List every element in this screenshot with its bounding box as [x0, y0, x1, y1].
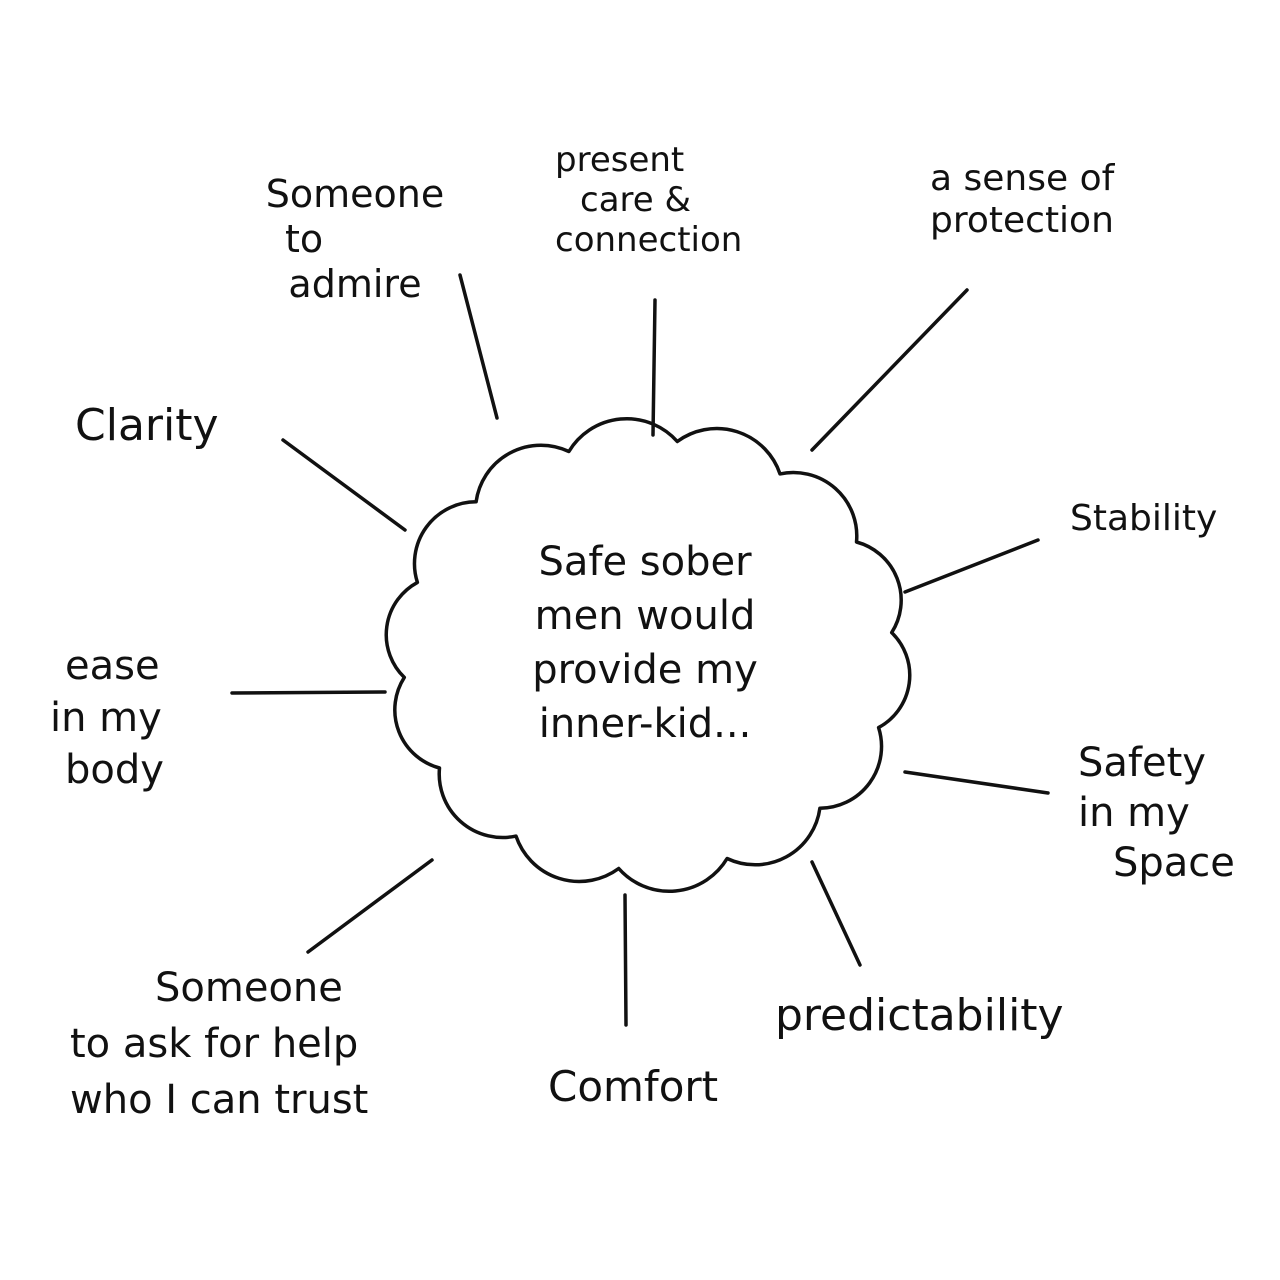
- line-ease: [230, 690, 387, 695]
- label-line: who I can trust: [70, 1077, 369, 1123]
- label-ease-in-my-body: ease in my body: [50, 640, 164, 796]
- label-line: admire: [288, 261, 422, 306]
- center-line: Safe sober: [538, 539, 752, 585]
- label-line: Comfort: [548, 1062, 719, 1111]
- label-line: Someone: [155, 965, 343, 1011]
- label-line: Stability: [1070, 498, 1218, 539]
- label-present-care: present care & connection: [555, 140, 742, 260]
- label-line: present: [555, 140, 685, 180]
- label-line: care &: [580, 180, 691, 221]
- line-admire: [458, 273, 499, 420]
- center-line: provide my: [532, 647, 758, 693]
- center-cloud: [384, 417, 912, 893]
- label-comfort: Comfort: [548, 1062, 718, 1112]
- label-line: Someone: [265, 172, 445, 216]
- label-line: in my: [50, 695, 162, 741]
- line-predictability: [810, 860, 862, 967]
- line-comfort: [623, 893, 628, 1027]
- label-line: predictability: [775, 990, 1064, 1041]
- label-safety-in-my-space: Safety in my Space: [1078, 738, 1235, 888]
- line-protection: [810, 288, 969, 452]
- label-line: connection: [555, 220, 743, 261]
- line-stability: [903, 538, 1040, 594]
- center-line: inner-kid...: [538, 701, 752, 747]
- center-text: Safe sober men would provide my inner-ki…: [480, 535, 810, 751]
- line-help: [306, 858, 434, 954]
- label-sense-of-protection: a sense of protection: [930, 158, 1114, 243]
- label-someone-to-ask-for-help: Someone to ask for help who I can trust: [70, 960, 368, 1128]
- label-line: body: [65, 747, 164, 793]
- line-clarity: [281, 438, 407, 532]
- line-care: [651, 298, 657, 437]
- label-line: a sense of: [930, 158, 1115, 199]
- label-line: in my: [1078, 790, 1190, 836]
- label-line: to: [285, 216, 324, 261]
- label-clarity: Clarity: [75, 400, 219, 452]
- label-line: protection: [930, 200, 1114, 242]
- label-line: Safety: [1078, 740, 1206, 786]
- label-stability: Stability: [1070, 498, 1217, 540]
- label-line: ease: [65, 643, 160, 689]
- label-line: Clarity: [75, 400, 219, 451]
- center-line: men would: [534, 593, 756, 639]
- label-line: to ask for help: [70, 1021, 359, 1067]
- label-predictability: predictability: [775, 990, 1064, 1042]
- line-safety: [903, 770, 1050, 795]
- label-line: Space: [1113, 840, 1235, 886]
- label-someone-to-admire: Someone to admire: [235, 172, 475, 306]
